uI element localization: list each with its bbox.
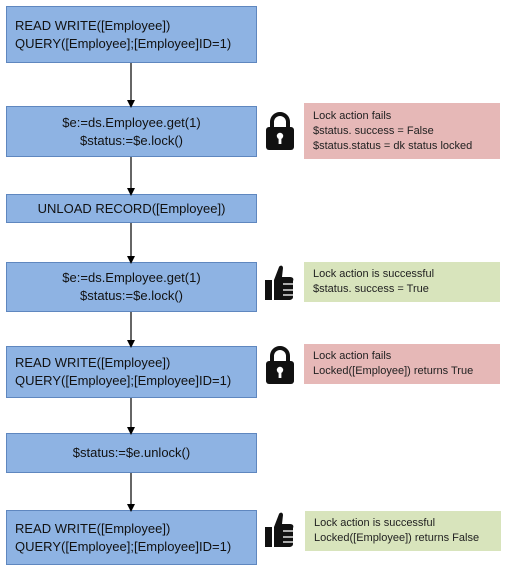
thumbs-up-icon: [265, 265, 294, 300]
note-1-line-1: Lock action fails: [313, 109, 392, 122]
note-3-line-1: Lock action fails: [313, 350, 392, 362]
note-4-line-1: Lock action is successful: [314, 517, 436, 529]
step-box-get-lock-1: $e:=ds.Employee.get(1) $status:=$e.lock(…: [6, 106, 257, 157]
note-lock-fails-1: Lock action fails $status. success = Fal…: [304, 103, 500, 159]
step-1-line-2: QUERY([Employee];[Employee]ID=1): [15, 35, 232, 51]
note-4-line-2: Locked([Employee]) returns False: [314, 532, 480, 544]
note-1-line-2: $status. success = False: [313, 124, 434, 137]
step-box-unlock: $status:=$e.unlock(): [6, 433, 257, 473]
step-4-line-2: $status:=$e.lock(): [80, 288, 183, 303]
step-box-read-write-2: READ WRITE([Employee]) QUERY([Employee];…: [6, 346, 257, 398]
step-box-unload-record: UNLOAD RECORD([Employee]): [6, 194, 257, 223]
step-5-line-1: READ WRITE([Employee]): [15, 355, 171, 370]
step-3-line-1: UNLOAD RECORD([Employee]): [37, 200, 226, 216]
note-1-line-3: $status.status = dk status locked: [313, 139, 473, 152]
step-5-line-2: QUERY([Employee];[Employee]ID=1): [15, 373, 232, 388]
lock-icon: [266, 112, 294, 150]
step-2-line-1: $e:=ds.Employee.get(1): [62, 114, 201, 130]
step-4-line-1: $e:=ds.Employee.get(1): [62, 270, 201, 285]
note-3-line-2: Locked([Employee]) returns True: [313, 365, 474, 377]
step-box-read-write-1: READ WRITE([Employee]) QUERY([Employee];…: [6, 6, 257, 63]
step-2-line-2: $status:=$e.lock(): [80, 132, 183, 148]
note-2-line-1: Lock action is successful: [313, 268, 435, 280]
step-1-line-1: READ WRITE([Employee]): [15, 17, 171, 33]
step-7-line-1: READ WRITE([Employee]): [15, 520, 171, 536]
step-6-line-1: $status:=$e.unlock(): [72, 445, 191, 460]
note-lock-success-1: Lock action is successful $status. succe…: [304, 262, 500, 302]
step-box-read-write-3: READ WRITE([Employee]) QUERY([Employee];…: [6, 510, 257, 565]
note-lock-success-2: Lock action is successful Locked([Employ…: [305, 511, 501, 551]
step-7-line-2: QUERY([Employee];[Employee]ID=1): [15, 538, 232, 554]
lock-icon: [266, 346, 294, 384]
note-lock-fails-2: Lock action fails Locked([Employee]) ret…: [304, 344, 500, 384]
thumbs-up-icon: [265, 512, 294, 547]
note-2-line-2: $status. success = True: [313, 283, 429, 295]
